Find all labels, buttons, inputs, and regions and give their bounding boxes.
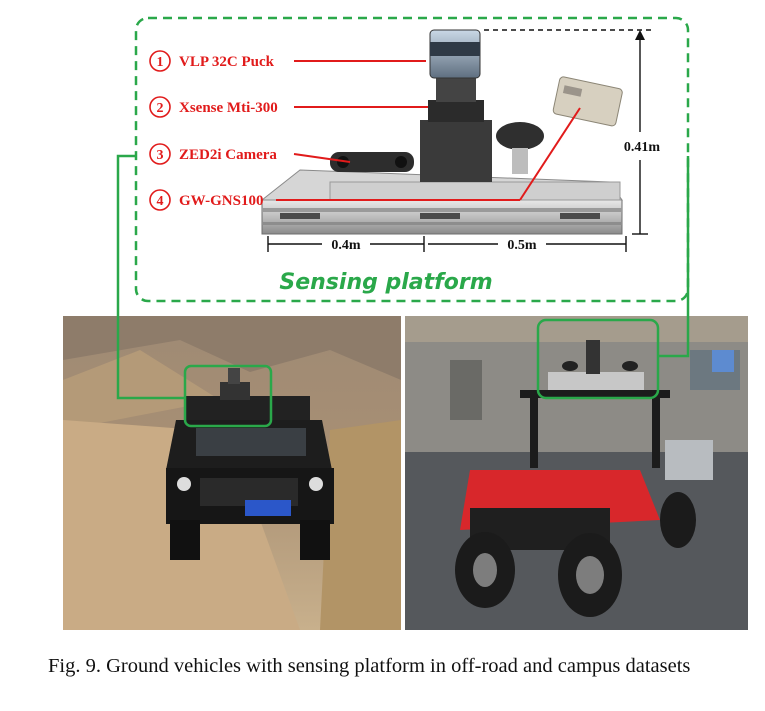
- dimension-width-left: 0.4m: [267, 236, 425, 253]
- label-text: ZED2i Camera: [179, 147, 277, 163]
- figure-caption: Fig. 9. Ground vehicles with sensing pla…: [48, 655, 691, 677]
- platform-title: Sensing platform: [279, 270, 492, 295]
- dimension-text: 0.4m: [331, 238, 361, 253]
- gnss-antenna: [496, 122, 544, 150]
- gnss-receiver-box: [552, 76, 623, 127]
- dimension-width-right: 0.5m: [428, 236, 627, 253]
- label-gw-gns100: 4 GW-GNS100: [149, 189, 263, 211]
- offroad-vehicle-photo: [63, 316, 401, 630]
- label-zed2i-camera: 3 ZED2i Camera: [149, 143, 277, 165]
- jeep-vehicle: [166, 368, 334, 560]
- label-text: VLP 32C Puck: [179, 54, 275, 70]
- label-vlp-32c-puck: 1 VLP 32C Puck: [149, 50, 275, 72]
- label-number: 2: [157, 101, 164, 116]
- label-number: 4: [157, 194, 164, 209]
- dimension-height: 0.41m: [484, 29, 661, 235]
- label-xsense-mti-300: 2 Xsense Mti-300: [149, 96, 278, 118]
- dimension-text: 0.5m: [507, 238, 537, 253]
- dimension-text: 0.41m: [624, 140, 661, 155]
- label-number: 3: [157, 148, 164, 163]
- stereo-camera-unit: [330, 152, 414, 172]
- label-number: 1: [157, 55, 164, 70]
- platform-highlight-offroad: [183, 364, 273, 428]
- sensing-platform-panel: 1 VLP 32C Puck 2 Xsense Mti-300 3 ZED2i …: [134, 16, 690, 303]
- platform-highlight-campus: [536, 318, 660, 400]
- utv-vehicle: [455, 340, 713, 617]
- campus-vehicle-photo: [405, 316, 748, 630]
- label-text: Xsense Mti-300: [179, 100, 278, 116]
- connector-lines: [116, 154, 690, 400]
- label-text: GW-GNS100: [179, 193, 263, 209]
